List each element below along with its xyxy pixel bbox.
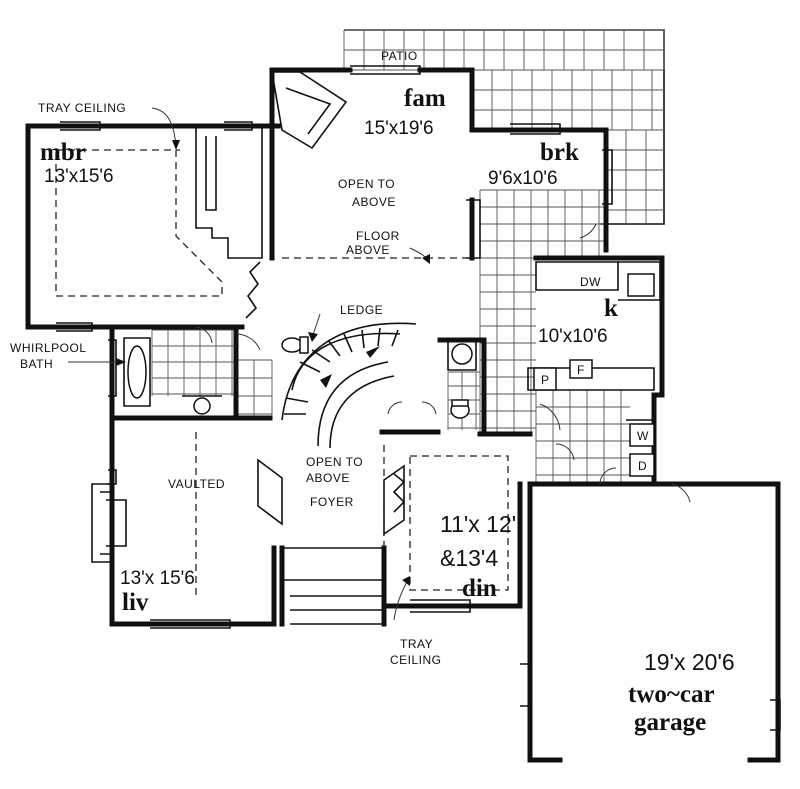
garage-name-2: garage — [634, 709, 706, 736]
mbr-room-name: mbr — [40, 139, 86, 166]
tray-ceiling-bottom-label-1: TRAY — [400, 637, 433, 651]
tray-ceiling-bottom-label-2: CEILING — [390, 653, 442, 667]
laundry-tile-floor — [235, 359, 273, 418]
fridge-label: F — [577, 363, 585, 377]
foyer-open-label-2: ABOVE — [306, 471, 350, 485]
kitchen-tile-floor — [479, 257, 630, 484]
appliances — [533, 359, 655, 477]
powder-tile-floor — [447, 371, 480, 430]
floor-above-label-2: ABOVE — [346, 243, 390, 257]
open-to-above-label-1: OPEN TO — [338, 177, 395, 191]
liv-room-dims: 13'x 15'6 — [120, 568, 195, 589]
garage-name-1: two~car — [628, 681, 715, 708]
brk-room-dims: 9'6x10'6 — [488, 168, 558, 189]
fridge-box — [569, 359, 593, 379]
fam-room-name: fam — [404, 85, 446, 112]
vaulted-label: VAULTED — [168, 477, 225, 491]
garage-dims: 19'x 20'6 — [644, 649, 735, 675]
fam-room-dims: 15'x19'6 — [364, 118, 434, 139]
patio-area — [343, 29, 665, 225]
bath-tile-floor — [151, 329, 236, 396]
liv-room-name: liv — [122, 589, 149, 616]
floor-above-label-1: FLOOR — [356, 229, 400, 243]
leader-arrows — [68, 107, 430, 621]
ledge-label: LEDGE — [340, 303, 383, 317]
washer-label: W — [637, 429, 649, 443]
overhead-dashed-lines — [55, 149, 509, 600]
tray-ceiling-label: TRAY CEILING — [38, 101, 126, 115]
whirlpool-label-1: WHIRLPOOL — [10, 341, 87, 355]
mbr-room-dims: 13'x15'6 — [44, 166, 114, 187]
pantry-label: P — [541, 373, 550, 387]
kitchen-room-dims: 10'x10'6 — [538, 326, 608, 347]
whirlpool-label-2: BATH — [20, 357, 53, 371]
din-room-dims-2: &13'4 — [440, 545, 498, 571]
patio-label: PATIO — [381, 49, 418, 63]
brk-tile-floor — [479, 189, 604, 259]
open-to-above-label-2: ABOVE — [352, 195, 396, 209]
foyer-label: FOYER — [310, 495, 354, 509]
kitchen-room-name: k — [604, 295, 618, 322]
washer-box — [629, 423, 655, 447]
interior-lines — [56, 65, 781, 731]
dishwasher-label: DW — [580, 275, 601, 289]
brk-room-name: brk — [540, 139, 579, 166]
pantry-box — [533, 367, 557, 391]
dryer-label: D — [638, 459, 647, 473]
din-room-dims-1: 11'x 12' — [440, 511, 516, 537]
dryer-box — [629, 453, 655, 477]
din-room-name: din — [462, 575, 497, 602]
text-labels: PATIO TRAY CEILING fam 15'x19'6 OPEN TO … — [10, 49, 735, 736]
foyer-open-label-1: OPEN TO — [306, 455, 363, 469]
